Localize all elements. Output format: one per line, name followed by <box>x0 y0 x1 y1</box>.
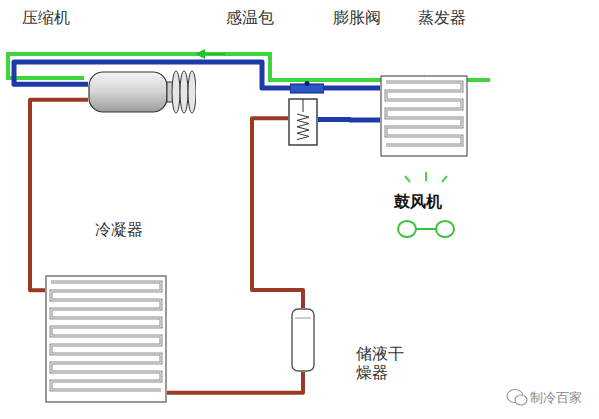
condenser: 冷凝器 <box>45 275 167 403</box>
compressor-drawing <box>88 66 196 118</box>
refrigerant-pipe <box>318 117 380 123</box>
flow-arrow <box>200 53 225 55</box>
airflow-marks <box>405 172 447 182</box>
blower-drawing <box>396 218 456 240</box>
compressor: 压缩机 <box>88 66 196 118</box>
part-label: 压缩机 <box>22 8 70 27</box>
condenser-drawing <box>45 275 167 403</box>
receiver-dryer-drawing <box>291 308 315 372</box>
part-label: 储液干燥器 <box>356 344 404 382</box>
evaporator-drawing <box>380 75 468 157</box>
watermark-icon <box>507 390 527 406</box>
refrigerant-pipe <box>14 62 380 88</box>
evaporator: 蒸发器 <box>380 75 468 157</box>
part-label: 感温包 <box>226 8 274 27</box>
expansion-valve-drawing <box>288 98 318 146</box>
watermark: 制冷百家 <box>530 389 582 407</box>
refrigerant-pipe <box>30 100 88 291</box>
refrigerant-pipe <box>252 118 303 308</box>
part-label: 膨胀阀 <box>333 8 381 27</box>
sensing-bulb-drawing <box>290 81 324 95</box>
refrigerant-pipe <box>167 372 303 393</box>
expansion-valve: 膨胀阀 <box>288 98 318 146</box>
part-label: 蒸发器 <box>418 8 466 27</box>
blower: 鼓风机 <box>396 218 456 240</box>
receiver-dryer: 储液干燥器 <box>291 308 315 372</box>
part-label: 冷凝器 <box>95 220 143 239</box>
part-label: 鼓风机 <box>394 192 442 211</box>
sensing-bulb: 感温包 <box>290 81 324 95</box>
